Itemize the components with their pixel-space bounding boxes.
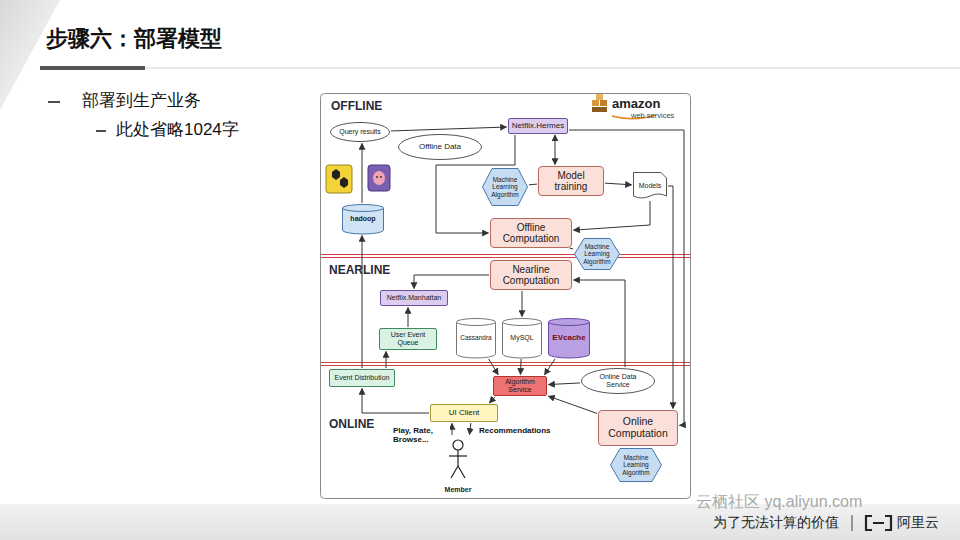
connector [668,186,673,409]
node-label: Netflix.Manhattan [387,294,441,302]
data-ellipse: Offline Data [398,134,482,160]
connector [489,359,499,375]
connector [636,446,637,447]
algorithm-hexagon: Machine Learning Algorithm [610,448,662,482]
edge-label: Play, Rate, Browse... [392,426,450,444]
title-rule [145,68,960,69]
datastore-cylinder: MySQL [502,318,542,358]
node-label: Query results [339,128,381,136]
connector [520,359,522,375]
actor-figure: Member [436,436,480,494]
node-label: MySQL [510,334,533,342]
node-label: Netflix.Hermes [512,122,564,131]
connector [544,359,555,375]
document-shape: Models [633,172,667,200]
node-label: Offline Computation [493,222,570,244]
node-label: Online Data Service [589,373,648,388]
connector [470,423,471,435]
connector [522,291,523,317]
corner-shade [0,0,60,110]
pig-icon [368,165,390,191]
connector [386,352,387,369]
connector [555,135,556,165]
diagram-frame [321,94,691,499]
process-box: Netflix.Manhattan [380,290,448,306]
node-label: hadoop [350,215,375,223]
process-box: Offline Computation [490,218,572,248]
node-label: Algorithm Service [496,378,545,393]
footer-brand: 阿里云 [897,514,939,530]
band-label: OFFLINE [331,100,382,113]
edge-label: Recommendations [478,426,552,435]
process-box: UI Client [430,404,498,422]
node-label: UI Client [449,409,480,418]
band-separator [321,255,690,366]
bullet-text: 此处省略1024字 [116,120,239,140]
logo-text: web services [631,112,674,121]
slide-title: 步骤六：部署模型 [46,24,222,54]
node-label: Online Computation [601,416,676,439]
aliyun-logo-mark [866,516,891,530]
data-ellipse: Query results [330,122,390,142]
process-box: Event Distribution [329,369,395,387]
process-box: Algorithm Service [493,376,547,396]
connector [414,275,489,289]
connector [548,383,580,385]
process-box: User Event Queue [379,328,437,350]
process-box: Nearline Computation [490,260,572,290]
datastore-cylinder: EVcache [548,318,590,358]
connector [391,127,507,131]
logo-text: amazon [612,97,660,112]
band-label: NEARLINE [329,264,390,277]
datastore-cylinder: Cassandra [456,318,496,358]
title-underline [40,66,145,70]
connector [570,248,573,250]
bullet-dash [96,130,106,132]
band-label: ONLINE [329,418,374,431]
node-label: EVcache [552,334,585,343]
hive-icon [326,165,352,193]
node-label: Model training [541,170,602,192]
node-label: Event Distribution [335,374,390,382]
process-box: Netflix.Hermes [508,118,568,134]
node-label: Machine Learning Algorithm [582,243,613,264]
connector [529,184,537,186]
connector [362,236,363,369]
node-label: Cassandra [460,334,491,341]
node-label: User Event Queue [382,331,435,346]
bullet-dash [48,101,60,103]
process-box: Online Computation [598,410,678,446]
node-label: Machine Learning Algorithm [618,454,655,475]
node-label: Models [639,182,662,190]
node-label: Offline Data [419,143,461,152]
layer-band: Nearline ComputationNetflix.ManhattanUse… [321,258,689,361]
connector [452,424,453,436]
node-label: Member [445,486,472,494]
actor-figure-outline [436,436,480,494]
watermark: 云栖社区 yq.aliyun.com [696,493,862,511]
connector [548,396,597,413]
algorithm-hexagon: Machine Learning Algorithm [574,238,620,270]
footer-slogan: 为了无法计算的价值 [713,514,839,530]
connector [573,201,650,230]
node-label: Nearline Computation [493,264,570,286]
footer-separator [852,515,853,531]
connector [362,144,363,204]
bullet-text: 部署到生产业务 [82,91,201,111]
datastore-cylinder: hadoop [342,204,384,234]
algorithm-hexagon: Machine Learning Algorithm [482,168,528,206]
data-ellipse: Online Data Service [581,368,655,394]
process-box: Model training [538,166,604,196]
node-label: Machine Learning Algorithm [490,176,521,197]
connector [489,397,495,403]
connector [362,389,429,414]
connector [605,183,632,185]
connector [408,308,409,328]
